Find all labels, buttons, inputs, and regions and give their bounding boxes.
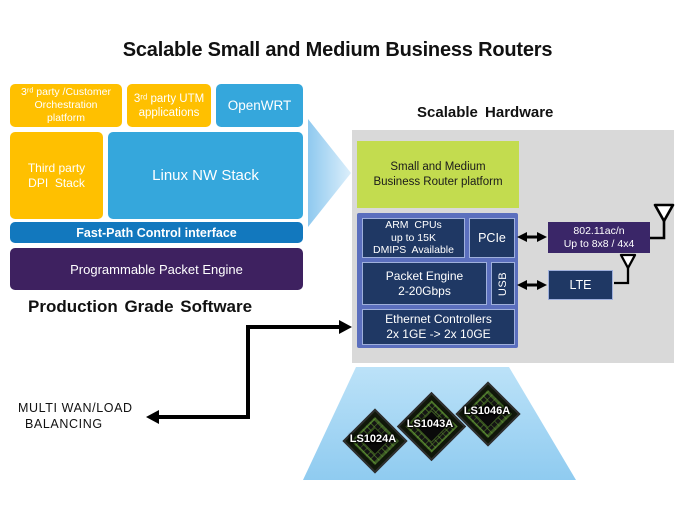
orchestration-line: platform (47, 112, 85, 124)
pcie-wifi-arrow (517, 232, 547, 242)
linux-nw-stack-block: Linux NW Stack (108, 132, 303, 219)
chip-label-ls1046a: LS1046A (463, 405, 511, 417)
usb-block: USB (491, 262, 515, 305)
fastpath-bar: Fast-Path Control interface (10, 222, 303, 243)
arm-line: DMIPS Available (373, 244, 454, 257)
dpi-stack-block: Third party DPI Stack (10, 132, 103, 219)
wifi-line: Up to 8x8 / 4x4 (563, 237, 635, 250)
orchestration-line: 3ʳᵈ party /Customer (21, 86, 111, 98)
dpi-line: DPI Stack (28, 175, 85, 190)
ethernet-controllers-block: Ethernet Controllers 2x 1GE -> 2x 10GE (362, 309, 515, 345)
wifi-block: 802.11ac/n Up to 8x8 / 4x4 (548, 222, 650, 253)
utm-block: 3ʳᵈ party UTM applications (127, 84, 211, 127)
packet-engine-sw-label: Programmable Packet Engine (70, 261, 243, 277)
page-title: Scalable Small and Medium Business Route… (122, 39, 553, 61)
packet-engine-hw-line: Packet Engine (385, 268, 464, 283)
multiwan-annotation: MULTI WAN/LOAD BALANCING (18, 400, 133, 432)
arm-cpus-block: ARM CPUs up to 15K DMIPS Available (362, 218, 465, 258)
utm-line: 3ʳᵈ party UTM (133, 92, 205, 105)
fastpath-label: Fast-Path Control interface (76, 225, 237, 240)
usb-lte-arrow (517, 280, 547, 290)
openwrt-label: OpenWRT (227, 98, 292, 113)
router-platform-block: Small and Medium Business Router platfor… (357, 141, 519, 208)
lte-antenna-icon (614, 253, 637, 285)
hardware-section-heading: Scalable Hardware (417, 104, 554, 121)
packet-engine-hw-block: Packet Engine 2-20Gbps (362, 262, 487, 305)
wifi-antenna-icon (650, 203, 675, 240)
linux-label: Linux NW Stack (152, 167, 259, 184)
lte-block: LTE (548, 270, 613, 300)
chip-label-ls1024a: LS1024A (349, 433, 397, 445)
pcie-block: PCIe (469, 218, 515, 258)
utm-line: applications (138, 106, 200, 119)
platform-line: Business Router platform (373, 175, 503, 188)
lte-label: LTE (569, 278, 592, 292)
arm-line: up to 15K (391, 231, 436, 244)
packet-engine-hw-line: 2-20Gbps (398, 283, 451, 298)
multiwan-elbow-arrow (146, 320, 352, 424)
software-to-hardware-arrow-icon (308, 119, 351, 227)
pcie-label: PCIe (478, 231, 506, 245)
ethernet-line: Ethernet Controllers (385, 312, 492, 326)
multiwan-line: MULTI WAN/LOAD (18, 401, 133, 415)
chip-label-ls1043a: LS1043A (406, 418, 454, 430)
orchestration-line: Orchestration (34, 99, 98, 111)
packet-engine-sw-block: Programmable Packet Engine (10, 248, 303, 290)
dpi-line: Third party (27, 160, 86, 175)
wifi-line: 802.11ac/n (573, 224, 625, 237)
arm-line: ARM CPUs (385, 219, 442, 232)
software-section-heading: Production Grade Software (28, 297, 253, 316)
multiwan-line: BALANCING (25, 417, 103, 431)
orchestration-block: 3ʳᵈ party /Customer Orchestration platfo… (10, 84, 122, 127)
platform-line: Small and Medium (390, 160, 486, 173)
openwrt-block: OpenWRT (216, 84, 303, 127)
ethernet-line: 2x 1GE -> 2x 10GE (386, 327, 491, 341)
